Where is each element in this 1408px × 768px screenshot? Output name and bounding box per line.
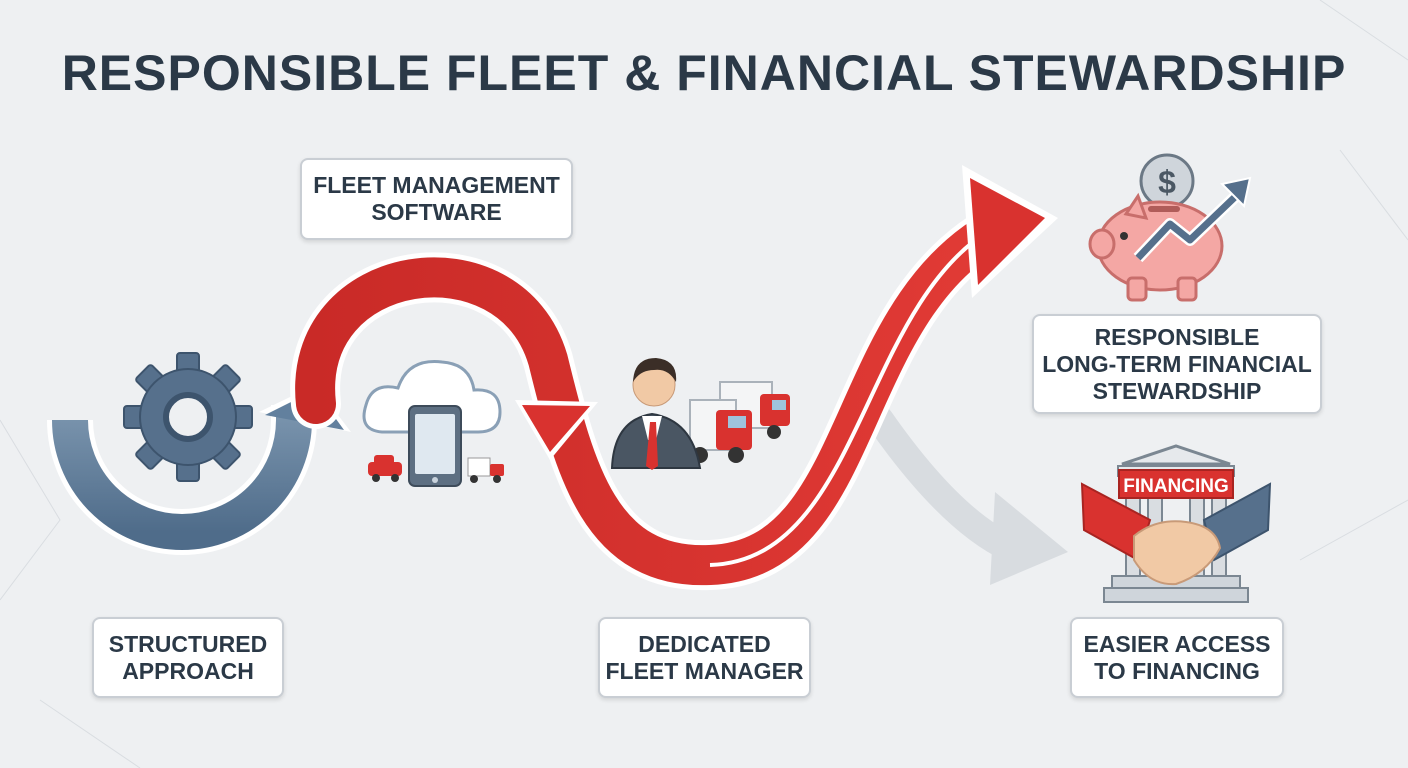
step-label-line: RESPONSIBLE (1094, 323, 1260, 350)
coin-dollar-icon: $ (1158, 164, 1176, 200)
step-label-line: FLEET MANAGER (605, 657, 804, 684)
truck-front-icon (689, 399, 752, 463)
manager-trucks-icon (610, 358, 790, 470)
step-label-line: TO FINANCING (1094, 657, 1260, 684)
step-label-line: DEDICATED (638, 630, 771, 657)
piggy-bank-growth-icon: $ (1088, 153, 1252, 302)
red-flow-arrow (290, 165, 1058, 591)
gear-icon (123, 352, 253, 482)
step-label-line: STRUCTURED (108, 630, 268, 657)
step-label-line: EASIER ACCESS (1083, 630, 1271, 657)
step-label-structured-approach: STRUCTURED APPROACH (92, 617, 284, 698)
step-label-line: SOFTWARE (371, 199, 502, 225)
step-label-line: STEWARDSHIP (1092, 377, 1262, 404)
manager-icon (610, 358, 702, 470)
step-label-fleet-software: FLEET MANAGEMENT SOFTWARE (300, 158, 573, 240)
faded-arrow (866, 406, 1068, 585)
small-truck-icon (467, 457, 504, 483)
cloud-tablet-icon (362, 360, 504, 487)
step-label-line: APPROACH (122, 657, 254, 684)
handshake-bank-icon: FINANCING (1080, 444, 1272, 603)
step-label-line: FLEET MANAGEMENT (313, 172, 560, 198)
step-label-financial-stewardship: RESPONSIBLE LONG-TERM FINANCIAL STEWARDS… (1032, 314, 1322, 414)
step-label-line: LONG-TERM FINANCIAL (1042, 350, 1312, 377)
step-label-easier-financing: EASIER ACCESS TO FINANCING (1070, 617, 1284, 698)
step-label-fleet-manager: DEDICATED FLEET MANAGER (598, 617, 811, 698)
small-car-icon (368, 455, 402, 482)
financing-sign: FINANCING (1123, 476, 1229, 497)
page-title: RESPONSIBLE FLEET & FINANCIAL STEWARDSHI… (61, 45, 1347, 101)
